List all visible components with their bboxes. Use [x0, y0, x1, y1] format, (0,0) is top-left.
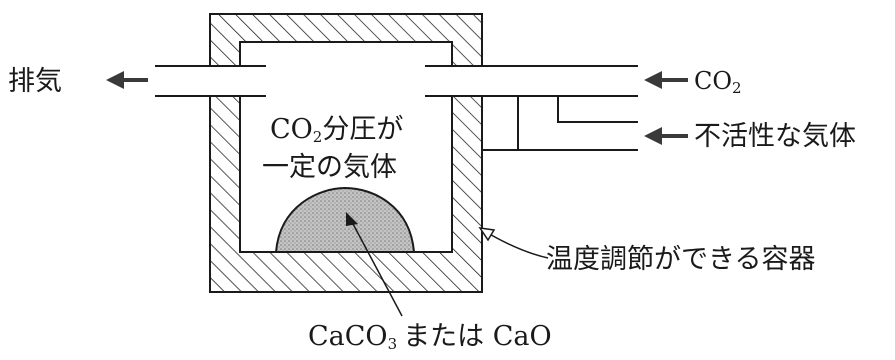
inner-gas-label-line1: CO2分圧が — [270, 114, 403, 146]
sample-mound — [274, 186, 416, 253]
co2-inlet-label: CO2 — [694, 67, 742, 97]
container-label: 温度調節ができる容器 — [546, 244, 815, 275]
exhaust-label: 排気 — [8, 66, 62, 97]
inert-gas-label: 不活性な気体 — [694, 121, 856, 152]
sample-leader-line — [351, 221, 403, 317]
container-leader-line — [485, 231, 549, 259]
inlet-pipe-gap — [442, 66, 492, 96]
exhaust-arrow-icon — [106, 71, 148, 89]
sample-leader-head — [346, 212, 358, 226]
inert-arrow-icon — [644, 127, 688, 145]
inner-gas-label-line2: 一定の気体 — [262, 152, 397, 183]
container-wall — [209, 13, 483, 293]
co2-arrow-icon — [644, 71, 688, 89]
inert-branch-inner — [557, 96, 638, 123]
container-leader-head — [478, 227, 496, 242]
exhaust-pipe-gap — [200, 66, 250, 96]
